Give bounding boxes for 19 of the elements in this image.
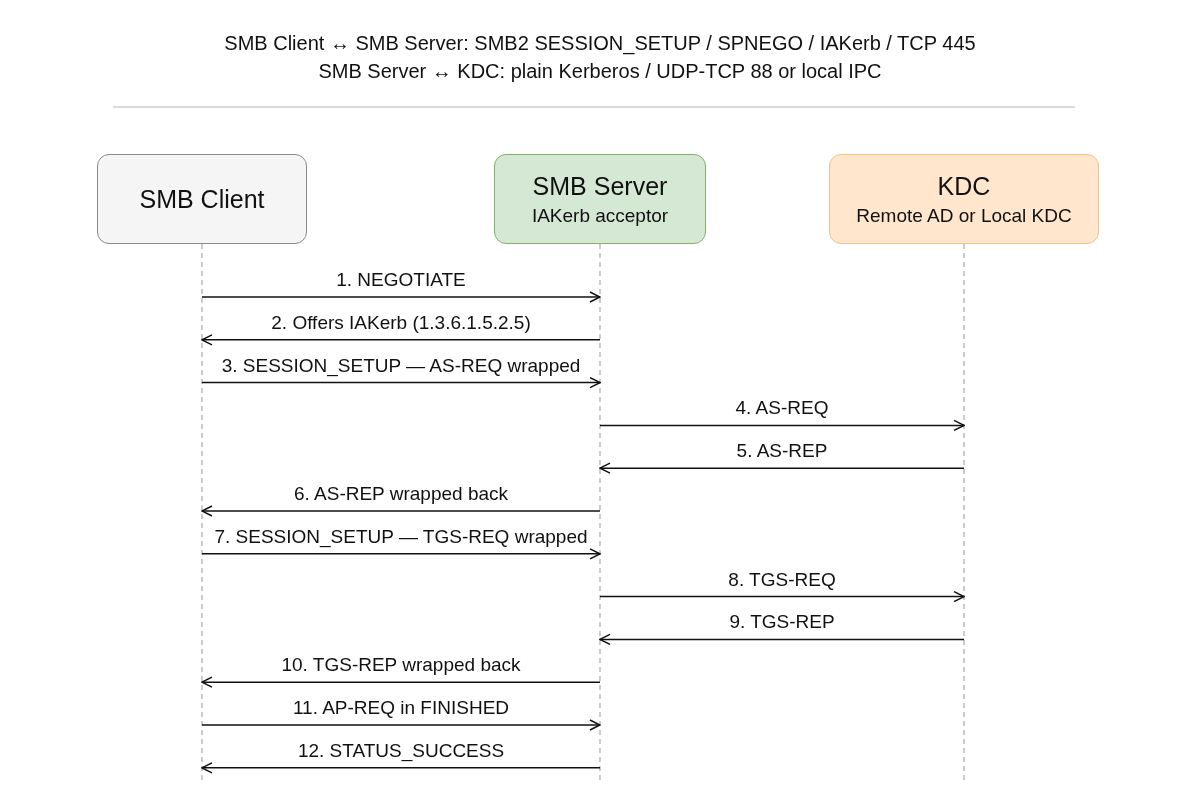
message-arrow xyxy=(201,676,601,688)
header-text: SMB Server ↔ KDC: plain Kerberos / UDP-TCP 88 or local IPC xyxy=(318,60,882,83)
message-arrow xyxy=(599,590,965,603)
message-arrow xyxy=(599,633,965,646)
message-arrow xyxy=(201,548,601,560)
message-arrow xyxy=(201,505,601,517)
participant-name: SMB Server xyxy=(532,171,668,201)
message-arrow xyxy=(599,462,965,474)
participant-name: KDC xyxy=(937,171,991,201)
message-arrow xyxy=(201,719,601,731)
header-text: SMB Client ↔ SMB Server: SMB2 SESSION_SETUP / SPNEGO / IAKerb / TCP 445 xyxy=(224,32,976,55)
participant-role: Remote AD or Local KDC xyxy=(856,204,1072,227)
message-arrow xyxy=(599,419,965,432)
message-arrow xyxy=(201,334,601,346)
message-arrow xyxy=(201,762,601,774)
message-arrow xyxy=(201,376,601,389)
participant-role: IAKerb acceptor xyxy=(531,204,669,227)
participant-name: SMB Client xyxy=(139,184,265,214)
message-arrow xyxy=(201,291,601,303)
